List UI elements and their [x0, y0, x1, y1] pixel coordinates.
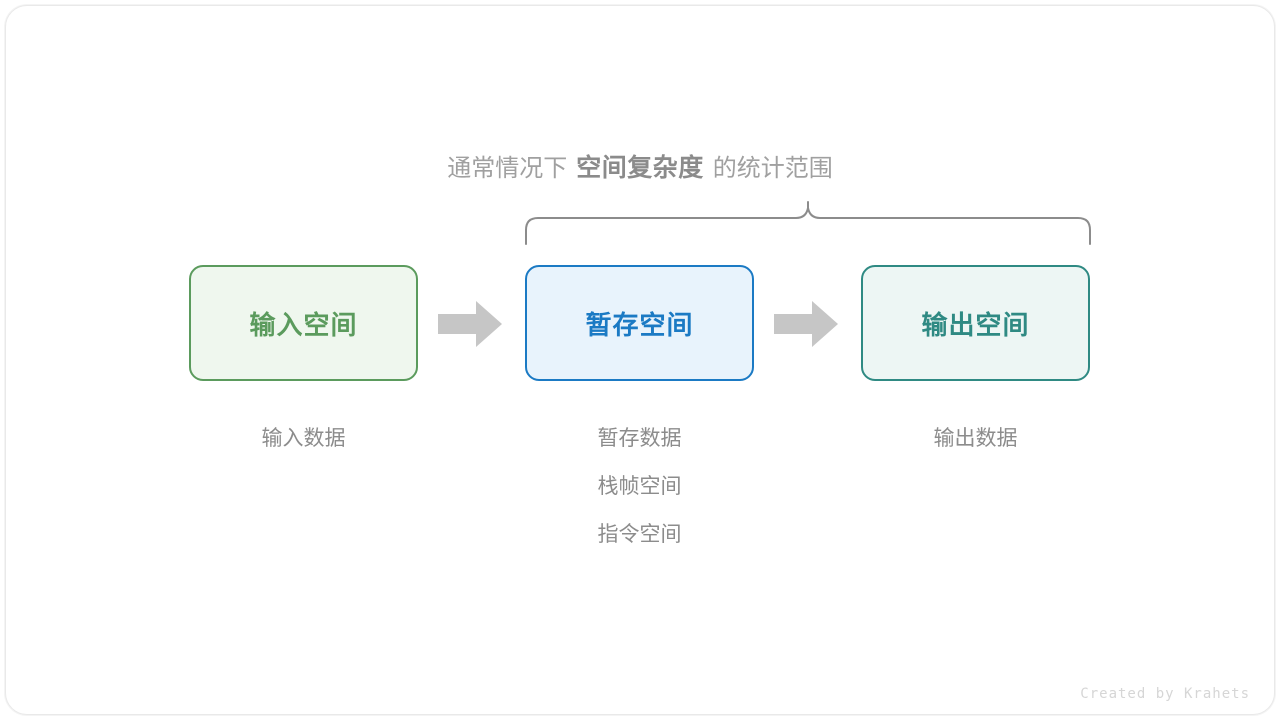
box-temp-space[interactable]: 暂存空间	[525, 265, 754, 381]
heading-suffix: 的统计范围	[712, 155, 833, 182]
box-input-space[interactable]: 输入空间	[189, 265, 418, 381]
box-output-space[interactable]: 输出空间	[861, 265, 1090, 381]
caption-temp-line-1: 暂存数据	[597, 427, 682, 450]
heading-emphasis: 空间复杂度	[576, 154, 704, 182]
caption-output: 输出数据	[861, 415, 1090, 463]
scope-brace	[515, 198, 1101, 250]
arrow-right-glyph	[774, 301, 838, 347]
caption-temp-line-3: 指令空间	[597, 523, 682, 546]
arrow-right-icon-2	[774, 299, 840, 349]
box-temp-space-label: 暂存空间	[585, 309, 694, 340]
arrow-right-icon-1	[438, 299, 504, 349]
footer-credit: Created by Krahets	[1080, 686, 1250, 702]
caption-output-line-1: 输出数据	[933, 427, 1018, 450]
box-input-space-label: 输入空间	[249, 309, 358, 340]
heading-prefix: 通常情况下	[447, 155, 568, 182]
arrow-right-glyph	[438, 301, 502, 347]
caption-temp: 暂存数据 栈帧空间 指令空间	[525, 415, 754, 559]
brace-icon	[525, 201, 1091, 245]
caption-temp-line-2: 栈帧空间	[597, 475, 682, 498]
caption-input: 输入数据	[189, 415, 418, 463]
diagram-heading: 通常情况下空间复杂度的统计范围	[0, 148, 1280, 189]
box-output-space-label: 输出空间	[921, 309, 1030, 340]
caption-input-line-1: 输入数据	[261, 427, 346, 450]
